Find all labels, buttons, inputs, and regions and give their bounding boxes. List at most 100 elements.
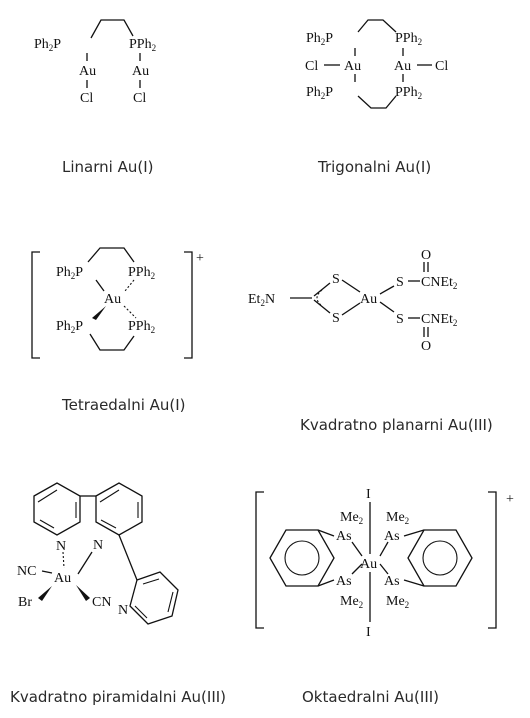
pph2-lower-label: PPh2 [128,319,155,335]
as-lower-left-label: As [336,574,352,589]
caption-tetrahedral: Tetraedalni Au(I) [61,396,186,414]
caption-linear: Linarni Au(I) [62,158,153,176]
me2-upper-left-label: Me2 [340,510,363,526]
cnet2-upper-label: CNEt2 [421,275,457,291]
trigonal-complex-structure: Ph2P PPh2 Cl Au Au Cl Ph2P PPh2 [305,19,448,109]
ring-right-inner-a [99,489,120,503]
caption-octahedral: Oktaedralni Au(III) [302,688,439,706]
bracket-right [488,491,497,629]
delocalized-arc [316,289,323,307]
ph2p-upper-label: Ph2P [56,265,83,281]
ring-pendant-inner-c [134,605,148,619]
au-n-bond-right [77,551,93,575]
cl-left-label: Cl [80,91,93,106]
p-au-dashed-upper-right [124,279,135,292]
n-left-label: N [56,539,66,554]
ring-pendant-inner-b [167,591,174,613]
s-lower-right-label: S [396,312,404,327]
bracket-right [184,251,193,359]
benzene-ring-left-aromatic [284,540,320,576]
au-left-label: Au [344,59,361,74]
me2-lower-right-label: Me2 [386,594,409,610]
as-lower-right-label: As [384,574,400,589]
au-s-bond-lower-right [379,301,395,313]
pph2-bottom-label: PPh2 [395,85,422,101]
pph2-right-label: PPh2 [129,37,156,53]
ph2p-bottom-label: Ph2P [306,85,333,101]
s-au-bond-lower [341,302,361,316]
ring-right-inner-c [100,519,117,529]
p-au-dashed-lower-right [123,305,137,319]
cl-left-label: Cl [305,59,318,74]
me2-lower-left-label: Me2 [340,594,363,610]
br-label: Br [18,595,32,610]
me2-upper-right-label: Me2 [386,510,409,526]
au-br-wedge [38,586,52,601]
pyridyl-link [118,534,138,581]
pph2-upper-label: PPh2 [128,265,155,281]
square-planar-complex-structure: Et2N S S Au S S CNEt2 CNEt2 O O [248,248,457,354]
nc-label: NC [17,564,36,579]
caption-trigonal: Trigonalni Au(I) [317,158,431,176]
linear-complex-structure: Ph2P PPh2 Au Au Cl Cl [34,19,156,106]
n-right-label: N [93,538,103,553]
octahedral-complex-structure: + Me2 Me2 As As As As Me2 Me2 I Au I [255,487,514,640]
ethylene-bridge-bottom [89,333,135,351]
cl-right-label: Cl [133,91,146,106]
ph2p-left-label: Ph2P [34,37,61,53]
ring-left-inner-c [39,519,55,529]
c-s-bond-upper [313,282,331,297]
s-upper-right-label: S [396,275,404,290]
charge-plus: + [506,492,514,507]
au-cn-wedge [76,585,90,601]
as-au-bond-upper-right [379,541,389,557]
n-pendant-label: N [118,603,128,618]
au-s-bond-upper-right [379,285,395,295]
tetrahedral-complex-structure: + Ph2P PPh2 Au Ph2P PPh2 [31,247,204,359]
as-upper-left-label: As [336,529,352,544]
au-label: Au [54,571,71,586]
benzene-ring-right-aromatic [422,540,458,576]
pyridine-ring-pendant [129,571,179,625]
s-upper-chelate-label: S [332,272,340,287]
p-au-wedge-lower-left [92,306,106,320]
s-lower-chelate-label: S [332,311,340,326]
ring-as-bond-lower-right [403,579,425,587]
as-upper-right-label: As [384,529,400,544]
bracket-left [31,251,40,359]
ethylene-bridge-top [87,247,135,263]
bracket-left [255,491,264,629]
pyridine-ring-right [95,482,143,536]
methylene-bridge-bottom [357,95,397,109]
au-right-label: Au [394,59,411,74]
ring-pendant-inner-a [142,578,160,585]
as-au-bond-upper-left [351,541,363,557]
et2n-label: Et2N [248,292,275,308]
cnet2-lower-label: CNEt2 [421,312,457,328]
au-center-label: Au [360,557,377,572]
square-pyramidal-complex-structure: N N NC Au Br CN N [17,482,179,625]
p-au-bond-upper-left [95,279,105,292]
pph2-top-label: PPh2 [395,31,422,47]
benzene-ring-right [407,529,473,587]
charge-plus: + [196,251,204,266]
s-au-bond-upper [341,279,361,293]
au-right-label: Au [132,64,149,79]
benzene-ring-left [269,529,335,587]
ph2p-top-label: Ph2P [306,31,333,47]
ph2p-lower-label: Ph2P [56,319,83,335]
au-left-label: Au [79,64,96,79]
o-lower-label: O [421,339,431,354]
o-upper-label: O [421,248,431,263]
c-s-bond-lower [313,299,331,314]
ring-as-bond-upper-left [317,529,335,537]
ring-as-bond-lower-left [317,579,335,587]
pyridine-ring-left [33,482,81,536]
ethylene-bridge [90,19,134,39]
as-au-bond-lower-left [351,563,363,575]
i-bottom-label: I [366,625,371,640]
cn-label: CN [92,595,111,610]
ring-left-inner-a [37,489,58,503]
au-center-label: Au [104,292,121,307]
